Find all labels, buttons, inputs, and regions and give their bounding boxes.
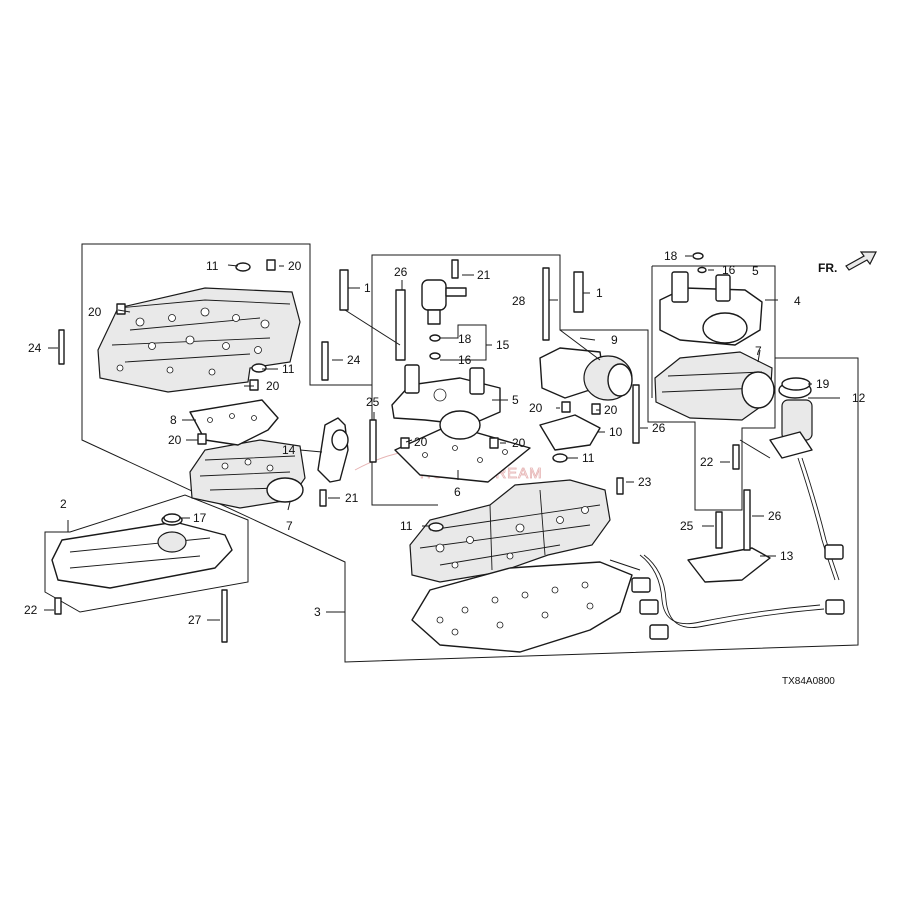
bracket-14 <box>317 417 349 483</box>
callout-5: 5 <box>752 264 759 278</box>
callout-20: 20 <box>604 403 618 417</box>
callout-26: 26 <box>652 421 666 435</box>
separator-plate-8 <box>189 399 279 446</box>
shift-solenoid-15 <box>421 279 467 325</box>
callout-21: 21 <box>477 268 491 282</box>
front-direction-label: FR. <box>818 261 837 275</box>
callout-6: 6 <box>454 485 461 499</box>
linear-solenoid-9 <box>539 347 633 401</box>
harness-connector-12 <box>769 381 845 615</box>
callout-20: 20 <box>512 436 526 450</box>
callout-17: 17 <box>193 511 207 525</box>
callout-22: 22 <box>700 455 714 469</box>
strainer-frame <box>44 494 249 613</box>
upper-valve-body <box>97 287 301 393</box>
lower-left-valve-body <box>189 439 306 509</box>
callout-23: 23 <box>638 475 652 489</box>
oil-strainer <box>51 514 233 589</box>
sub-assembly-4-frame <box>651 265 776 398</box>
callout-labels: 11 20 20 24 11 20 24 8 20 14 7 21 1 26 2… <box>24 249 866 627</box>
pins-and-seals <box>116 252 811 532</box>
callout-20: 20 <box>288 259 302 273</box>
callout-2: 2 <box>60 497 67 511</box>
callout-24: 24 <box>347 353 361 367</box>
callout-20: 20 <box>168 433 182 447</box>
callout-1: 1 <box>596 286 603 300</box>
callout-25: 25 <box>680 519 694 533</box>
callout-27: 27 <box>188 613 202 627</box>
plate-10 <box>539 414 601 451</box>
callout-18: 18 <box>664 249 678 263</box>
callout-28: 28 <box>512 294 526 308</box>
main-valve-body <box>409 479 611 583</box>
callout-11: 11 <box>206 259 219 273</box>
callout-14: 14 <box>282 443 296 457</box>
diagram-code: TX84A0800 <box>782 676 835 687</box>
callout-9: 9 <box>611 333 618 347</box>
callout-5: 5 <box>512 393 519 407</box>
leader-lines <box>44 255 840 621</box>
callout-7: 7 <box>286 519 293 533</box>
callout-16: 16 <box>458 353 472 367</box>
callout-20: 20 <box>88 305 102 319</box>
callout-11: 11 <box>582 451 595 465</box>
callout-26: 26 <box>394 265 408 279</box>
solenoid-body-right <box>659 271 763 346</box>
callout-4: 4 <box>794 294 801 308</box>
front-direction-indicator: FR. <box>818 251 877 275</box>
callout-15: 15 <box>496 338 510 352</box>
callout-11: 11 <box>282 362 295 376</box>
solenoid-body-center <box>391 364 501 440</box>
callout-18: 18 <box>458 332 472 346</box>
callout-19: 19 <box>816 377 830 391</box>
callout-16: 16 <box>722 263 736 277</box>
front-arrow-icon <box>845 251 877 271</box>
callout-13: 13 <box>780 549 794 563</box>
callout-20: 20 <box>529 401 543 415</box>
callout-1: 1 <box>364 281 371 295</box>
callout-12: 12 <box>852 391 866 405</box>
callout-10: 10 <box>609 425 623 439</box>
callout-22: 22 <box>24 603 38 617</box>
callout-26: 26 <box>768 509 782 523</box>
callout-3: 3 <box>314 605 321 619</box>
callout-20: 20 <box>266 379 280 393</box>
bottom-separator-plate <box>411 561 633 653</box>
assembly-frame <box>81 243 859 663</box>
right-valve-body <box>654 351 775 421</box>
callout-20: 20 <box>414 435 428 449</box>
callout-7: 7 <box>755 344 762 358</box>
callout-8: 8 <box>170 413 177 427</box>
callout-21: 21 <box>345 491 359 505</box>
bracket-13 <box>687 547 771 583</box>
bolts <box>54 259 751 643</box>
callout-24: 24 <box>28 341 42 355</box>
wire-harness <box>631 554 825 640</box>
callout-11: 11 <box>400 519 413 533</box>
callout-25: 25 <box>366 395 380 409</box>
